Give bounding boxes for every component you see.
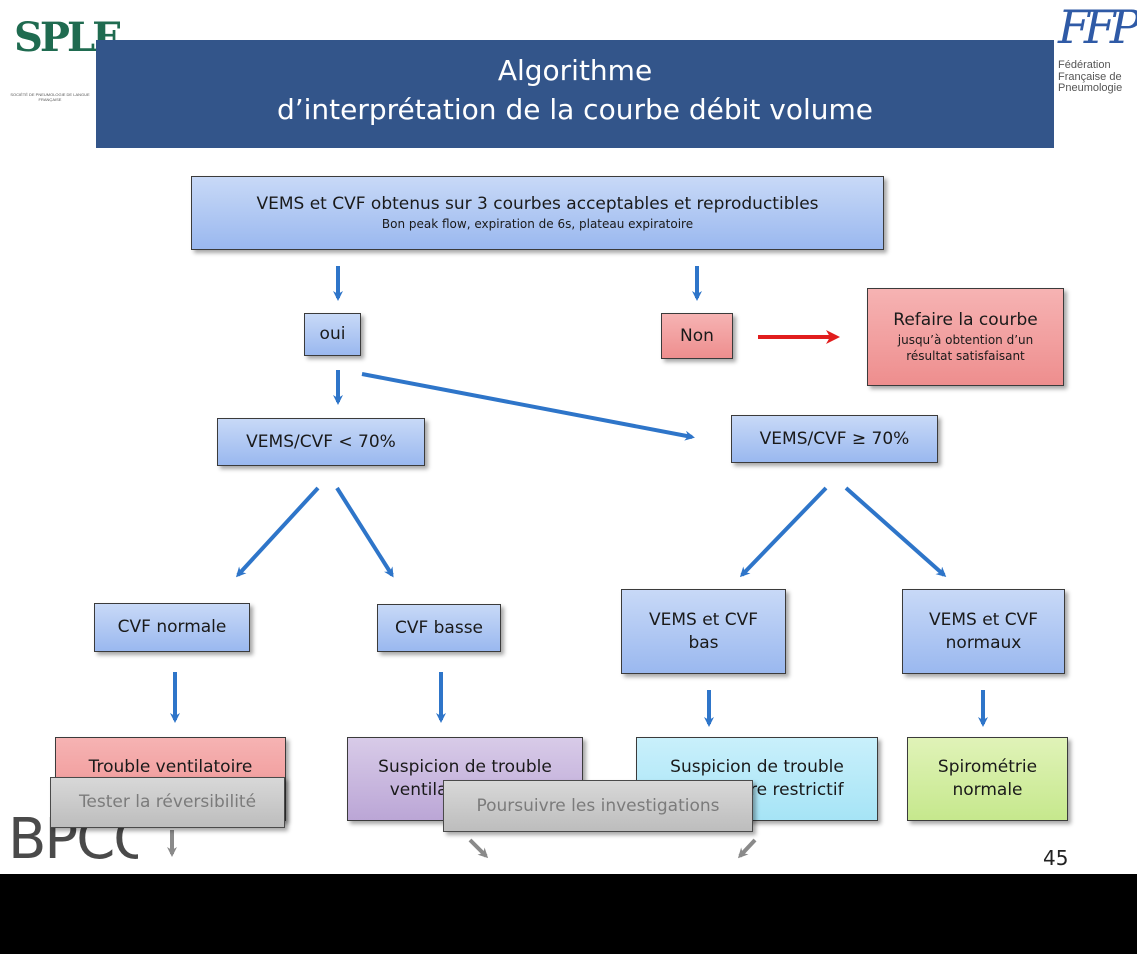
node-reversibilite: Tester la réversibilité: [50, 777, 285, 828]
node-vems-cvf-bas-line-2: bas: [688, 632, 719, 653]
node-normale-line-1: Spirométrie: [937, 757, 1038, 778]
ffp-logo-caption-1: Fédération: [1058, 59, 1111, 71]
node-non: Non: [661, 313, 733, 359]
arrow-ratio-low-to-cvf-basse: [335, 486, 394, 578]
node-restrictif: Suspicion de trouble ventilatoire restri…: [636, 737, 878, 821]
node-cvf-basse-label: CVF basse: [394, 617, 484, 638]
node-cvf-normale: CVF normale: [94, 603, 250, 652]
ffp-logo-mark: FFP: [1058, 0, 1137, 54]
node-ratio-low: VEMS/CVF < 70%: [217, 418, 425, 466]
node-mixte-line-1: Suspicion de trouble: [378, 757, 552, 778]
node-vems-cvf-normaux-line-1: VEMS et CVF: [928, 609, 1039, 630]
node-top-line-2: Bon peak flow, expiration de 6s, plateau…: [381, 217, 694, 232]
node-obstructif-line-1: Trouble ventilatoire: [88, 757, 253, 778]
arrow-mixte-to-investigations: [468, 838, 489, 859]
ffp-logo-caption-2: Française de: [1058, 70, 1122, 83]
node-investigations-label: Poursuivre les investigations: [476, 795, 720, 816]
node-vems-cvf-normaux: VEMS et CVF normaux: [902, 589, 1065, 674]
arrow-ratio-high-to-bas: [739, 486, 828, 578]
node-cvf-normale-label: CVF normale: [117, 617, 227, 638]
node-investigations: Poursuivre les investigations: [443, 780, 753, 832]
arrow-ratio-low-to-cvf-normale: [235, 486, 320, 578]
node-vems-cvf-bas: VEMS et CVF bas: [621, 589, 786, 674]
node-ratio-high-label: VEMS/CVF ≥ 70%: [759, 428, 910, 449]
title-bar: Algorithme d’interprétation de la courbe…: [96, 40, 1054, 148]
ffp-logo: FFP Fédération Française de Pneumologie: [1058, 4, 1137, 124]
node-normale-line-2: normale: [952, 780, 1023, 800]
node-oui-label: oui: [319, 324, 346, 345]
node-vems-cvf-bas-line-1: VEMS et CVF: [648, 609, 759, 630]
node-refaire-line-3: résultat satisfaisant: [906, 349, 1025, 364]
title-line-2: d’interprétation de la courbe débit volu…: [276, 93, 874, 126]
page-number: 45: [1043, 846, 1069, 870]
node-refaire-line-1: Refaire la courbe: [893, 310, 1038, 331]
splf-logo-caption: SOCIÉTÉ DE PNEUMOLOGIE DE LANGUE FRANÇAI…: [10, 92, 90, 102]
arrow-oui-to-ratio-high: [361, 372, 695, 441]
node-refaire-line-2: jusqu’à obtention d’un: [897, 333, 1034, 348]
node-non-label: Non: [680, 325, 714, 346]
node-oui: oui: [304, 313, 361, 356]
node-refaire: Refaire la courbe jusqu’à obtention d’un…: [867, 288, 1064, 386]
node-reversibilite-label: Tester la réversibilité: [78, 792, 257, 813]
node-top-line-1: VEMS et CVF obtenus sur 3 courbes accept…: [256, 194, 819, 215]
title-line-1: Algorithme: [497, 54, 653, 87]
node-vems-cvf-normaux-line-2: normaux: [945, 632, 1022, 653]
bottom-black-band: [0, 874, 1137, 954]
node-spirometrie-normale: Spirométrie normale: [907, 737, 1068, 821]
ffp-logo-caption-3: Pneumologie: [1058, 82, 1123, 95]
node-restrictif-line-1: Suspicion de trouble: [670, 757, 844, 778]
node-cvf-basse: CVF basse: [377, 604, 501, 652]
node-ratio-high: VEMS/CVF ≥ 70%: [731, 415, 938, 463]
node-ratio-low-label: VEMS/CVF < 70%: [246, 431, 396, 452]
arrow-restrictif-to-investigations: [737, 838, 757, 859]
arrow-ratio-high-to-normaux: [844, 486, 947, 577]
node-top-conditions: VEMS et CVF obtenus sur 3 courbes accept…: [191, 176, 884, 250]
